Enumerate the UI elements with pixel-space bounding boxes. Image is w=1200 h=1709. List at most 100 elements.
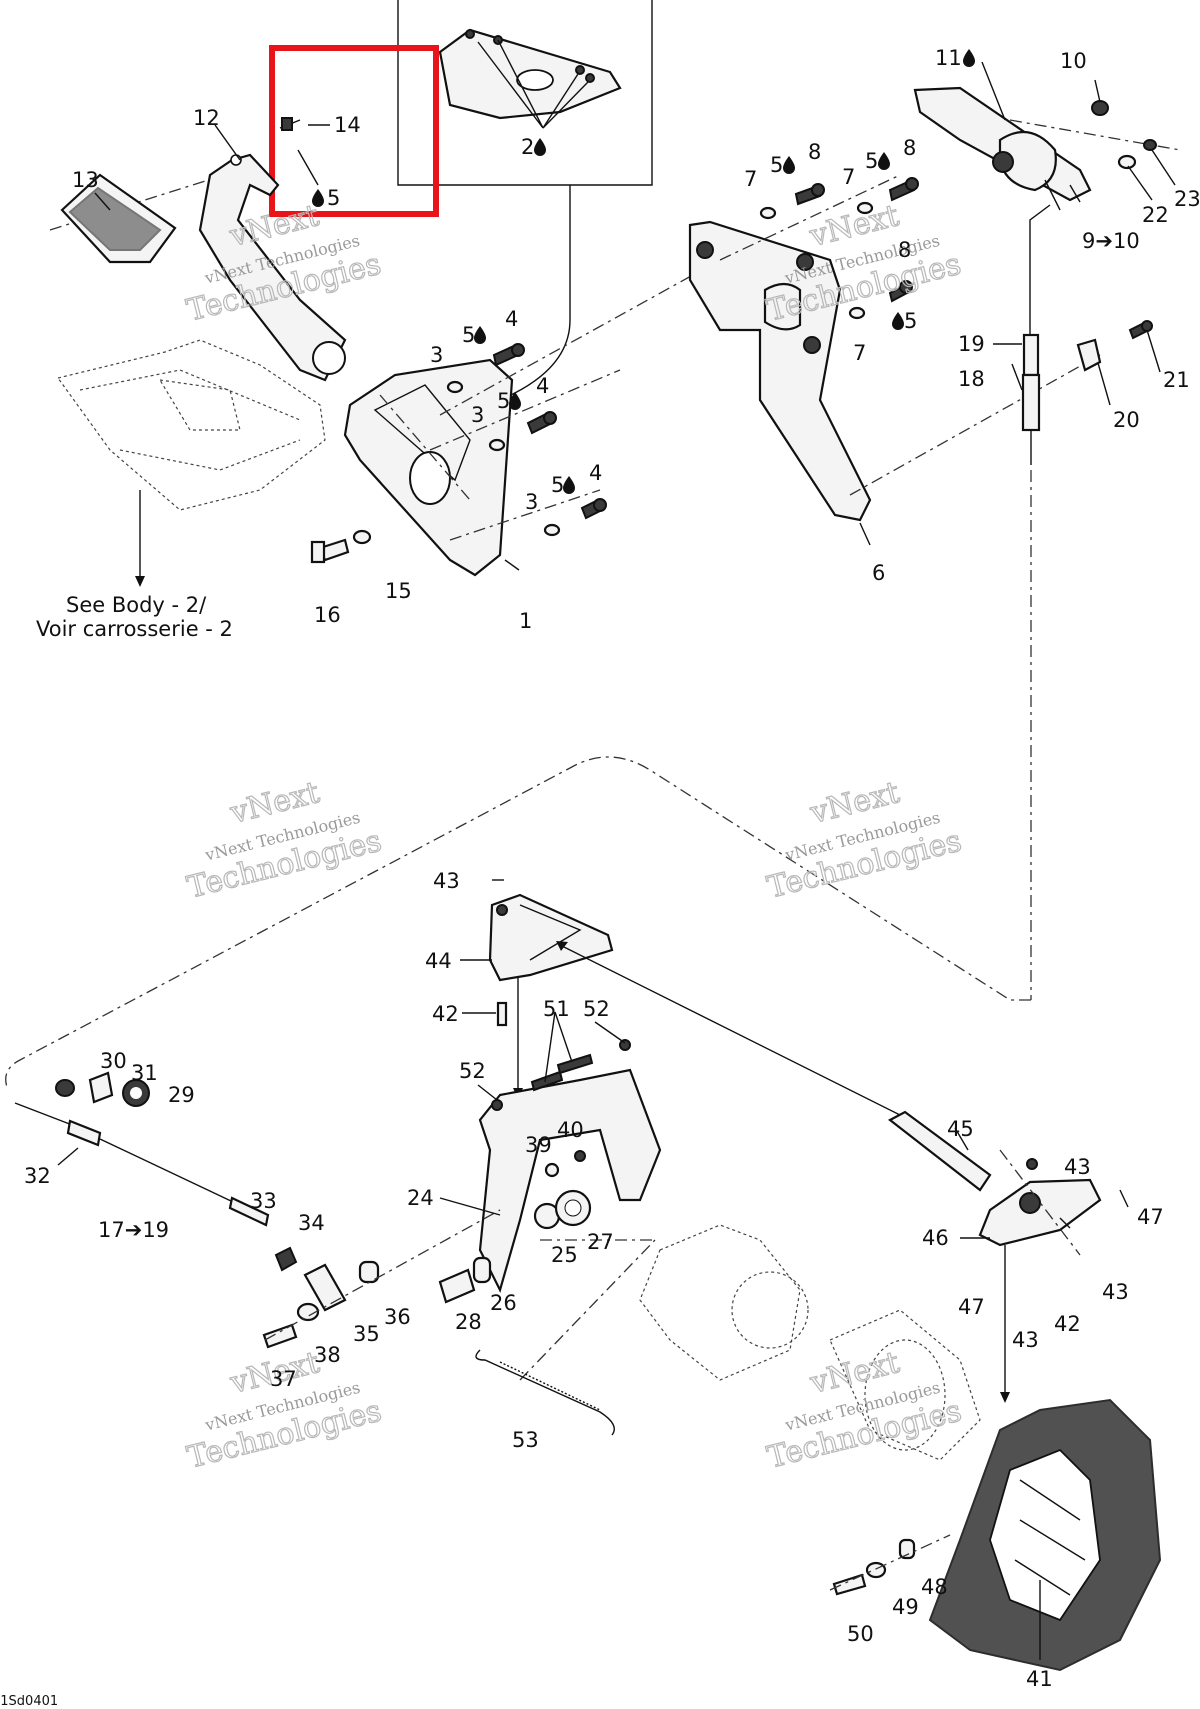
leader-lines: [57, 61, 1176, 1660]
callout-29: 29: [168, 1083, 195, 1107]
callout-42: 42: [1054, 1312, 1081, 1336]
callout-24: 24: [407, 1186, 434, 1210]
detail-inset: [397, 0, 653, 401]
callout-43: 43: [1012, 1328, 1039, 1352]
watermark-6: vNext vNext Technologies Technologies: [763, 1345, 965, 1477]
watermark-5: vNext vNext Technologies Technologies: [183, 1345, 385, 1477]
callout-5: 5: [327, 186, 340, 210]
callout-44: 44: [425, 949, 452, 973]
callout-43: 43: [1064, 1155, 1091, 1179]
oil-drop-icon: [509, 392, 521, 410]
cable-routing: [5, 756, 1032, 1091]
callout-1: 1: [519, 609, 532, 633]
callout-38: 38: [314, 1343, 341, 1367]
callout-5: 5: [865, 149, 878, 173]
callout-39: 39: [525, 1133, 552, 1157]
callout-10: 10: [1060, 49, 1087, 73]
reference-note-line2: Voir carrosserie - 2: [36, 617, 233, 641]
body-outline: [56, 339, 326, 587]
callout-27: 27: [587, 1230, 614, 1254]
callout-51: 51: [543, 997, 570, 1021]
callout-42: 42: [432, 1002, 459, 1026]
cable-assembly: [14, 1071, 615, 1436]
callout-43: 43: [433, 869, 460, 893]
callout-15: 15: [385, 579, 412, 603]
lever-part-11: [913, 86, 1181, 1000]
oil-drop-icon: [963, 49, 975, 67]
callout-52: 52: [583, 997, 610, 1021]
callout-4: 4: [589, 461, 602, 485]
oil-drop-icon: [474, 326, 486, 344]
callout-8: 8: [898, 238, 911, 262]
callout-36: 36: [384, 1305, 411, 1329]
callout-labels: 1 2 3 3 3 4 4 4 5 5 5 5 5 5 5 6 7 7 7 8 …: [24, 46, 1200, 1691]
callout-40: 40: [557, 1118, 584, 1142]
highlight-box: [269, 45, 439, 217]
callout-41: 41: [1026, 1667, 1053, 1691]
callout-46: 46: [922, 1226, 949, 1250]
lower-assembly: [438, 893, 1162, 1672]
callout-47: 47: [958, 1295, 985, 1319]
callout-52: 52: [459, 1059, 486, 1083]
callout-8: 8: [903, 136, 916, 160]
callout-5: 5: [904, 309, 917, 333]
callout-48: 48: [921, 1575, 948, 1599]
oil-drop-icon: [783, 156, 795, 174]
linkage-arm: [49, 117, 347, 382]
callout-5: 5: [497, 389, 510, 413]
callout-13: 13: [72, 168, 99, 192]
callout-43: 43: [1102, 1280, 1129, 1304]
oil-drop-icon: [312, 189, 324, 207]
fasteners-1: [310, 259, 721, 564]
callout-23: 23: [1174, 187, 1200, 211]
callout-30: 30: [100, 1049, 127, 1073]
cover-part-1: [343, 358, 514, 577]
oil-drop-icon: [892, 312, 904, 330]
callout-3: 3: [471, 403, 484, 427]
callout-50: 50: [847, 1622, 874, 1646]
callout-34: 34: [298, 1211, 325, 1235]
callout-26: 26: [490, 1291, 517, 1315]
callout-21: 21: [1163, 368, 1190, 392]
callout-28: 28: [455, 1310, 482, 1334]
callout-5: 5: [770, 153, 783, 177]
callout-11: 11: [935, 46, 962, 70]
callout-25: 25: [551, 1243, 578, 1267]
callout-45: 45: [947, 1117, 974, 1141]
callout-4: 4: [536, 374, 549, 398]
oil-drop-icon: [878, 152, 890, 170]
callout-12: 12: [193, 106, 220, 130]
callout-53: 53: [512, 1428, 539, 1452]
callout-4: 4: [505, 307, 518, 331]
callout-22: 22: [1142, 203, 1169, 227]
callout-49: 49: [892, 1595, 919, 1619]
drawing-code: 31Sd0401: [0, 1694, 58, 1709]
fasteners-6: [719, 174, 919, 320]
callout-7: 7: [744, 167, 757, 191]
callout-3: 3: [430, 343, 443, 367]
callout-8: 8: [808, 140, 821, 164]
callout-33: 33: [250, 1189, 277, 1213]
plate-part-6: [688, 220, 1101, 522]
callout-14: 14: [334, 113, 361, 137]
callout-5: 5: [462, 323, 475, 347]
callout-2: 2: [521, 135, 534, 159]
callout-18: 18: [958, 367, 985, 391]
callout-20: 20: [1113, 408, 1140, 432]
oil-drop-icon: [534, 138, 546, 156]
callout-9: 9➔10: [1082, 229, 1140, 253]
oil-drop-icon: [563, 476, 575, 494]
callout-31: 31: [131, 1061, 158, 1085]
oil-drop-icons: [312, 49, 975, 494]
callout-19: 19: [958, 332, 985, 356]
watermark-3: vNext vNext Technologies Technologies: [183, 775, 385, 907]
reference-note-line1: See Body - 2/: [66, 593, 207, 617]
callout-3: 3: [525, 490, 538, 514]
callout-5: 5: [551, 473, 564, 497]
callout-16: 16: [314, 603, 341, 627]
watermark-1: vNext vNext Technologies Technologies: [183, 198, 385, 330]
callout-47: 47: [1137, 1205, 1164, 1229]
watermark-4: vNext vNext Technologies Technologies: [763, 775, 965, 907]
callout-6: 6: [872, 561, 885, 585]
